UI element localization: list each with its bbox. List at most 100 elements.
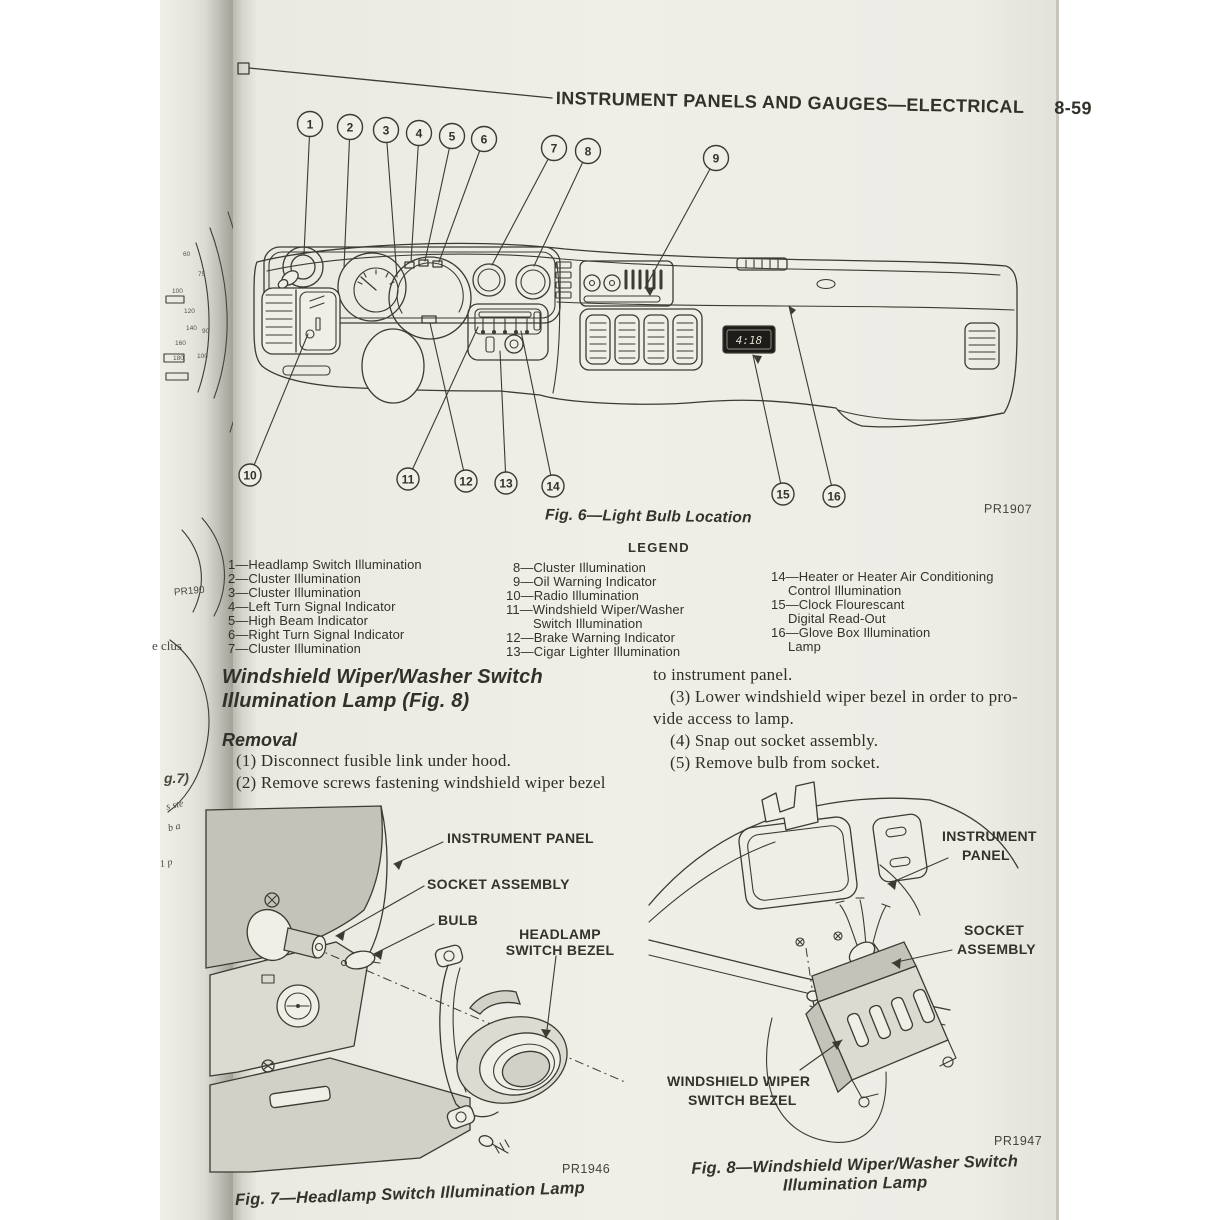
step-1: (1) Disconnect fusible link under hood. — [236, 751, 512, 770]
svg-text:15: 15 — [776, 488, 790, 502]
svg-text:10: 10 — [243, 469, 257, 483]
right-vent — [964, 322, 1000, 370]
svg-text:4: 4 — [416, 127, 423, 141]
headlamp-switch-bezel — [434, 944, 568, 1129]
gauge-eight — [515, 264, 551, 300]
air-vents — [579, 308, 703, 371]
figure7-drawing — [205, 805, 626, 1173]
label-leader-arrows — [335, 841, 557, 1039]
legend-item: 7—Cluster Illumination — [228, 641, 361, 656]
callout-1: 1 — [296, 110, 324, 138]
legend-item-continuation: Switch Illumination — [533, 616, 643, 631]
legend-item: 14—Heater or Heater Air Conditioning — [771, 569, 994, 584]
legend-title: LEGEND — [628, 540, 690, 555]
step-3: (3) Lower windshield wiper bezel in orde… — [670, 687, 1018, 706]
socket-assembly — [246, 909, 327, 961]
figure8-label-bezel-line1: WINDSHIELD WIPER — [667, 1073, 811, 1089]
indicator-lights — [404, 259, 443, 324]
svg-text:14: 14 — [546, 480, 560, 494]
clock: 4:18 — [722, 325, 776, 354]
removal-heading: Removal — [222, 730, 298, 750]
heater-control-stack — [555, 261, 572, 299]
screw-axis-line — [805, 947, 813, 989]
legend-item-continuation: Lamp — [788, 639, 821, 654]
step-2-continuation: to instrument panel. — [653, 665, 793, 684]
headlamp-switch — [277, 246, 324, 290]
legend-item: 2—Cluster Illumination — [228, 571, 361, 586]
callout-6: 6 — [470, 125, 498, 153]
svg-text:140: 140 — [186, 325, 197, 332]
legend-item: 13—Cigar Lighter Illumination — [506, 644, 681, 659]
figure7-label-headlamp-switch-bezel: HEADLAMP SWITCH BEZEL — [505, 926, 615, 958]
panel-screws — [261, 892, 280, 1073]
instrument-panel-underside — [648, 781, 1019, 1026]
bezel-screw — [478, 1135, 510, 1154]
svg-text:12: 12 — [459, 475, 473, 489]
svg-text:7: 7 — [551, 142, 558, 156]
figure8-drawing — [648, 781, 1019, 1143]
figure8-label-instrument-panel-line1: INSTRUMENT — [942, 828, 1037, 844]
dash-emblem — [816, 278, 836, 290]
legend-item: 8—Cluster Illumination — [513, 560, 646, 575]
svg-text:3: 3 — [383, 124, 390, 138]
svg-text:1: 1 — [307, 118, 314, 132]
left-page-text-fragment: g.7) — [164, 770, 189, 786]
svg-text:9: 9 — [713, 152, 720, 166]
callout-9: 9 — [702, 144, 730, 172]
callout-16: 16 — [822, 484, 846, 508]
left-switch-panel — [261, 287, 341, 376]
svg-text:11: 11 — [402, 473, 415, 487]
legend-item: 10—Radio Illumination — [506, 588, 639, 603]
radio — [579, 260, 674, 307]
svg-text:6: 6 — [481, 133, 488, 147]
dash-outline — [253, 242, 1018, 428]
figure6-caption: Fig. 6—Light Bulb Location — [544, 506, 752, 527]
left-page-edge: 60 100 120 140 160 180 75 90 100 PR190 e… — [152, 0, 248, 1220]
svg-text:100: 100 — [197, 353, 208, 360]
svg-text:120: 120 — [184, 308, 195, 315]
callout-2: 2 — [336, 113, 364, 141]
section-heading-line1: Windshield Wiper/Washer Switch — [222, 666, 543, 688]
legend-item: 1—Headlamp Switch Illumination — [228, 557, 422, 572]
bulb — [340, 950, 381, 970]
cigar-lighter — [504, 334, 524, 354]
legend-item: 11—Windshield Wiper/Washer — [506, 602, 685, 617]
left-page-text-fragment: e clus — [152, 638, 182, 653]
legend-item-continuation: Digital Read-Out — [788, 611, 886, 626]
step-3-continuation: vide access to lamp. — [653, 709, 794, 728]
center-stack-controls — [467, 303, 549, 361]
svg-text:100: 100 — [172, 288, 183, 295]
speedometer — [388, 256, 472, 340]
top-rule — [237, 62, 553, 99]
svg-text:75: 75 — [198, 271, 206, 278]
label-leader-arrows — [799, 857, 953, 1071]
step-4: (4) Snap out socket assembly. — [670, 731, 879, 750]
legend-item: 15—Clock Flourescant — [771, 597, 905, 612]
leader-loop-curve — [766, 1017, 887, 1143]
partial-speedometer-numbers: 60 100 120 140 160 180 75 90 100 — [172, 251, 210, 362]
svg-text:90: 90 — [202, 328, 210, 335]
legend-item: 6—Right Turn Signal Indicator — [228, 627, 405, 642]
figure8-label-socket-line1: SOCKET — [964, 922, 1025, 938]
legend-item: 4—Left Turn Signal Indicator — [228, 599, 396, 614]
callout-leader-lines — [249, 123, 835, 497]
figure8-label-bezel-line2: SWITCH BEZEL — [688, 1092, 797, 1108]
callout-3: 3 — [372, 116, 400, 144]
legend-item: 5—High Beam Indicator — [228, 613, 369, 628]
svg-text:60: 60 — [183, 251, 191, 258]
section-heading-line2: Illumination Lamp (Fig. 8) — [222, 690, 470, 712]
legend-item: 9—Oil Warning Indicator — [513, 574, 657, 589]
svg-text:16: 16 — [827, 490, 841, 504]
wiper-switch-bezel — [805, 941, 957, 1108]
figure8-label-socket-line2: ASSEMBLY — [957, 941, 1036, 957]
instrument-panel-slab — [205, 805, 471, 1173]
svg-text:8: 8 — [585, 145, 592, 159]
steering-column-opening — [361, 328, 425, 404]
svg-text:160: 160 — [175, 340, 186, 347]
callout-4: 4 — [405, 119, 433, 147]
legend-item: 3—Cluster Illumination — [228, 585, 361, 600]
svg-text:5: 5 — [449, 130, 456, 144]
figure6-ref: PR1907 — [983, 501, 1033, 517]
gauge-seven — [472, 263, 506, 297]
callout-15: 15 — [771, 482, 795, 506]
